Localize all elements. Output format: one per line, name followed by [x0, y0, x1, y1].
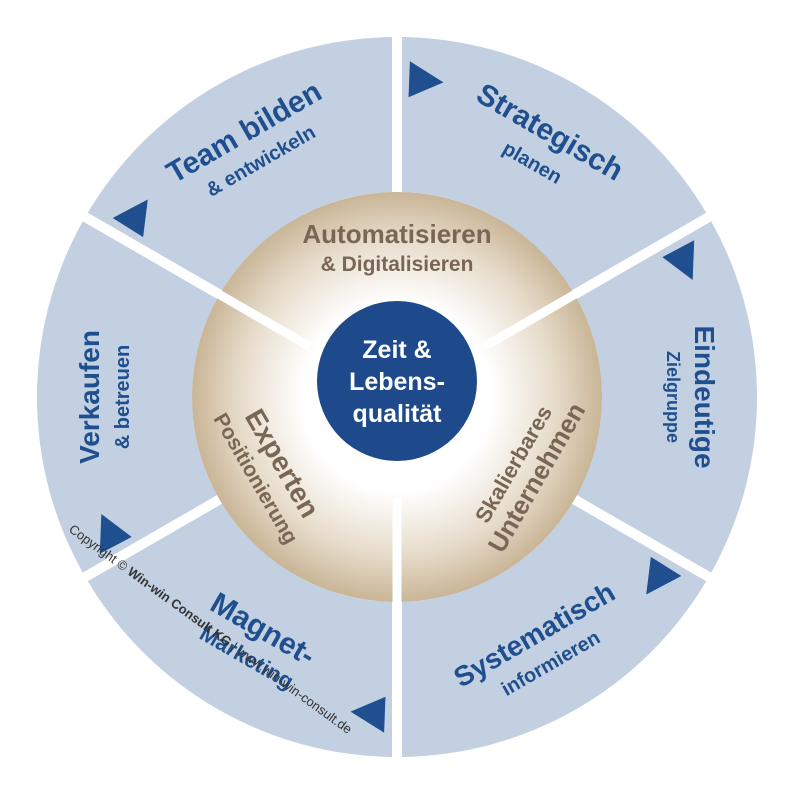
center-circle [317, 301, 477, 461]
svg-text:qualität: qualität [353, 400, 443, 428]
svg-text:Zielgruppe: Zielgruppe [663, 351, 683, 443]
outer-segment-strategisch [402, 37, 707, 291]
inner-dividers [215, 289, 579, 604]
arrow-triangle-icon [112, 199, 148, 238]
inner-divider [215, 289, 313, 351]
arrow-markers [99, 61, 695, 733]
outer-segment-systematisch [402, 503, 707, 757]
label-verkaufen-betreuen: Verkaufen & betreuen [74, 330, 134, 464]
arrow-triangle-icon [350, 696, 386, 733]
inner-divider [481, 289, 579, 351]
outer-segment-team [87, 37, 392, 291]
svg-text:& Digitalisieren: & Digitalisieren [321, 253, 474, 276]
svg-text:Lebens-: Lebens- [349, 368, 445, 396]
svg-text:Automatisieren: Automatisieren [302, 219, 491, 249]
arrow-triangle-icon [646, 556, 682, 595]
arrow-triangle-icon [99, 514, 132, 554]
svg-text:Verkaufen: Verkaufen [74, 330, 105, 464]
svg-text:& betreuen: & betreuen [112, 345, 134, 449]
arrow-triangle-icon [662, 240, 695, 280]
outer-segment-marketing [87, 503, 392, 757]
arrow-triangle-icon [408, 61, 444, 98]
outer-segment-verkaufen [37, 221, 218, 573]
label-automatisieren: Automatisieren & Digitalisieren [302, 219, 491, 276]
outer-ring [37, 37, 757, 757]
svg-text:Eindeutige: Eindeutige [689, 325, 720, 468]
center-label: Zeit & Lebens- qualität [349, 336, 445, 428]
svg-text:Zeit &: Zeit & [362, 336, 431, 364]
outer-segment-zielgruppe [576, 221, 757, 573]
label-eindeutige-zielgruppe: Eindeutige Zielgruppe [663, 325, 720, 468]
